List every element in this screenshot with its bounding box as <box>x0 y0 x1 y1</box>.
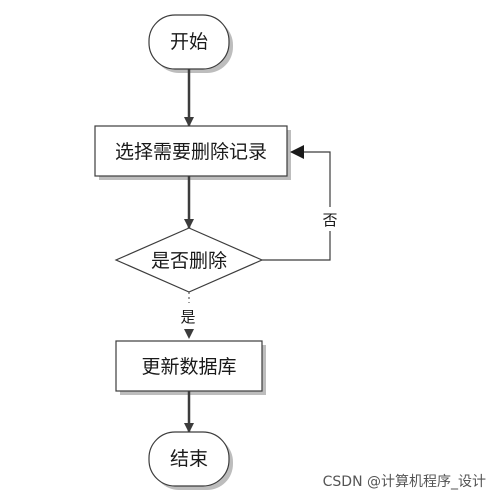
update-database-node: 更新数据库 <box>115 340 266 395</box>
watermark-text: CSDN @计算机程序_设计 <box>323 474 486 490</box>
end-node-label: 结束 <box>170 448 208 470</box>
start-node: 开始 <box>148 14 233 73</box>
edge-no-label: 否 <box>322 211 337 229</box>
end-node: 结束 <box>148 431 233 490</box>
decision-label: 是否删除 <box>151 250 227 272</box>
start-node-label: 开始 <box>170 31 208 53</box>
select-record-label: 选择需要删除记录 <box>115 141 267 163</box>
edge-yes-label: 是 <box>180 308 195 326</box>
decision-node: 是否删除 <box>114 227 264 293</box>
edge-decision-no-loop <box>262 145 331 261</box>
select-record-node: 选择需要删除记录 <box>94 125 291 180</box>
update-database-label: 更新数据库 <box>141 356 236 378</box>
